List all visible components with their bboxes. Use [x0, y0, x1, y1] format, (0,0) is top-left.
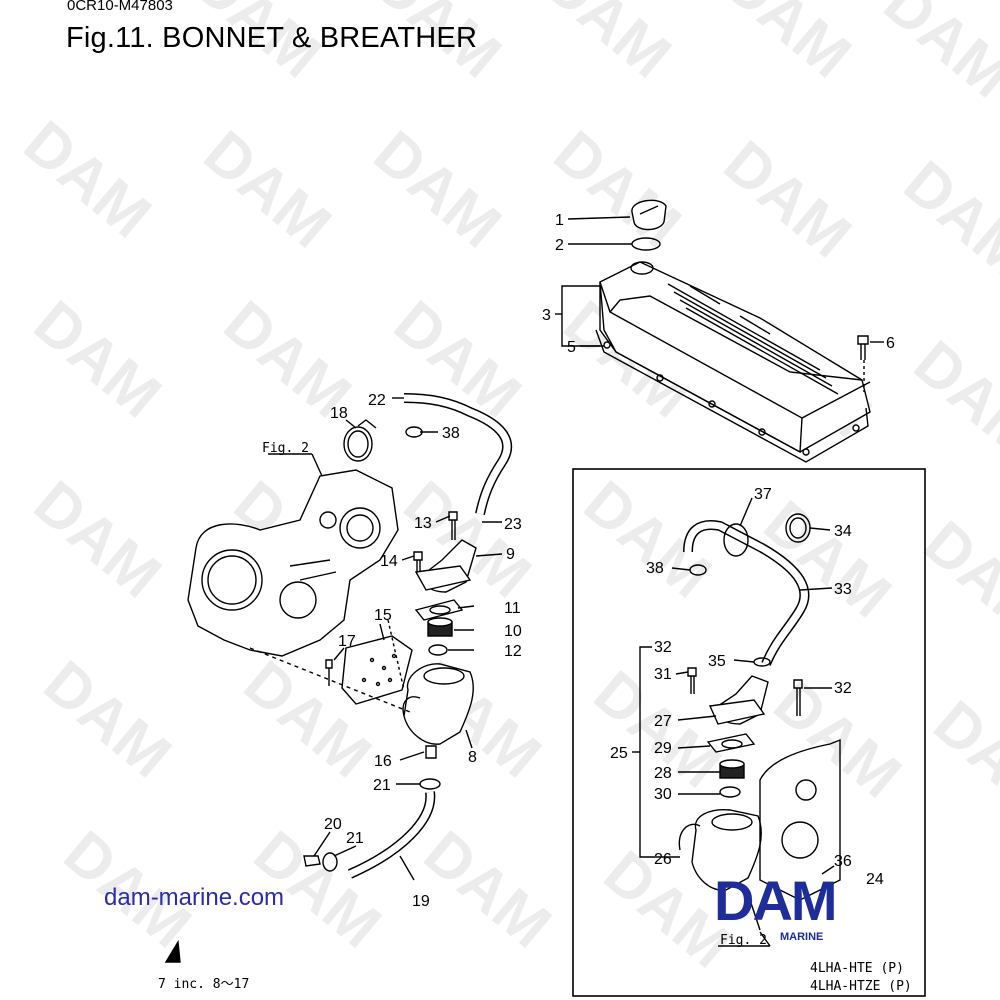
inset-drawing: [572, 468, 926, 997]
watermark: DAM: [711, 128, 864, 272]
watermark: DAM: [31, 648, 184, 792]
watermark: DAM: [901, 328, 1000, 472]
callout-label: 26: [654, 851, 672, 868]
callout-label: 30: [654, 786, 672, 803]
callout-label: 5: [567, 339, 576, 356]
callout-label: 19: [412, 893, 430, 910]
watermark: DAM: [361, 0, 514, 91]
callout-label: 21: [373, 777, 391, 794]
callout-label: 28: [654, 765, 672, 782]
callout-label: 24: [866, 871, 884, 888]
watermark: DAM: [891, 148, 1000, 292]
website-link[interactable]: dam-marine.com: [104, 884, 285, 911]
inset-callouts: 37 34 38 33 32 31 35 32 27 25 29 28 30 2…: [610, 486, 912, 994]
callout-label: 36: [834, 853, 852, 870]
callout-label: 16: [374, 753, 392, 770]
callout-label: 15: [374, 607, 392, 624]
callout-label: 37: [754, 486, 772, 503]
callout-label: 20: [324, 816, 342, 833]
callout-label: 14: [380, 553, 398, 570]
callout-label: 34: [834, 523, 852, 540]
callout-label: 12: [504, 643, 522, 660]
watermark: DAM: [391, 468, 544, 612]
watermark: DAM: [921, 688, 1000, 832]
callout-label: 25: [610, 745, 628, 762]
watermark: DAM: [871, 0, 1000, 111]
logo-subtext: MARINE: [780, 931, 823, 943]
callout-label: 29: [654, 740, 672, 757]
watermark: DAM: [411, 818, 564, 962]
callout-label: 11: [504, 600, 521, 617]
callout-label: 27: [654, 713, 672, 730]
watermark: DAM: [181, 0, 334, 91]
callout-label: 22: [368, 392, 386, 409]
callout-label: 32: [834, 680, 852, 697]
callout-label: 3: [542, 307, 551, 324]
callout-label: 35: [708, 653, 726, 670]
watermark: DAM: [191, 118, 344, 262]
watermark: DAM: [21, 288, 174, 432]
dam-marine-logo: DAM MARINE: [714, 869, 838, 943]
callout-label: 38: [442, 425, 460, 442]
callout-label: 32: [654, 639, 672, 656]
watermark: DAM: [711, 0, 864, 91]
breather-drawing: [164, 393, 512, 963]
watermark-layer: DAM DAM DAM DAM DAM DAM DAM DAM DAM DAM …: [11, 0, 1000, 981]
callout-label: 17: [338, 633, 356, 650]
bonnet-callouts: 1 2 3 5 6: [542, 212, 895, 356]
callout-label: 2: [555, 237, 564, 254]
callout-label: 33: [834, 581, 852, 598]
model-designation: 4LHA-HTE (P): [810, 961, 904, 976]
callout-label: 1: [555, 212, 564, 229]
callout-label: 6: [886, 335, 895, 352]
callout-label: 13: [414, 515, 432, 532]
callout-label: 10: [504, 623, 522, 640]
footnote: 7 inc. 8～17: [158, 977, 249, 992]
callout-label: 8: [468, 749, 477, 766]
document-code: 0CR10-M47803: [67, 0, 173, 14]
callout-label: 31: [654, 666, 672, 683]
watermark: DAM: [531, 0, 684, 91]
callout-label: 38: [646, 560, 664, 577]
bonnet-drawing: [555, 199, 884, 463]
watermark: DAM: [361, 118, 514, 262]
callout-label: 18: [330, 405, 348, 422]
figure-title: Fig.11. BONNET & BREATHER: [66, 22, 478, 54]
figure-reference: Fig. 2: [262, 441, 309, 456]
model-designation: 4LHA-HTZE (P): [810, 979, 912, 994]
breather-callouts: 22 18 38 13 23 14 9 11 10 12 15 17 8 16 …: [158, 392, 522, 992]
watermark: DAM: [571, 468, 724, 612]
watermark: DAM: [21, 468, 174, 612]
logo-text: DAM: [714, 869, 836, 932]
callout-label: 23: [504, 516, 522, 533]
callout-label: 9: [506, 546, 515, 563]
callout-label: 21: [346, 830, 364, 847]
figure-reference: Fig. 2: [720, 933, 767, 948]
watermark: DAM: [11, 108, 164, 252]
